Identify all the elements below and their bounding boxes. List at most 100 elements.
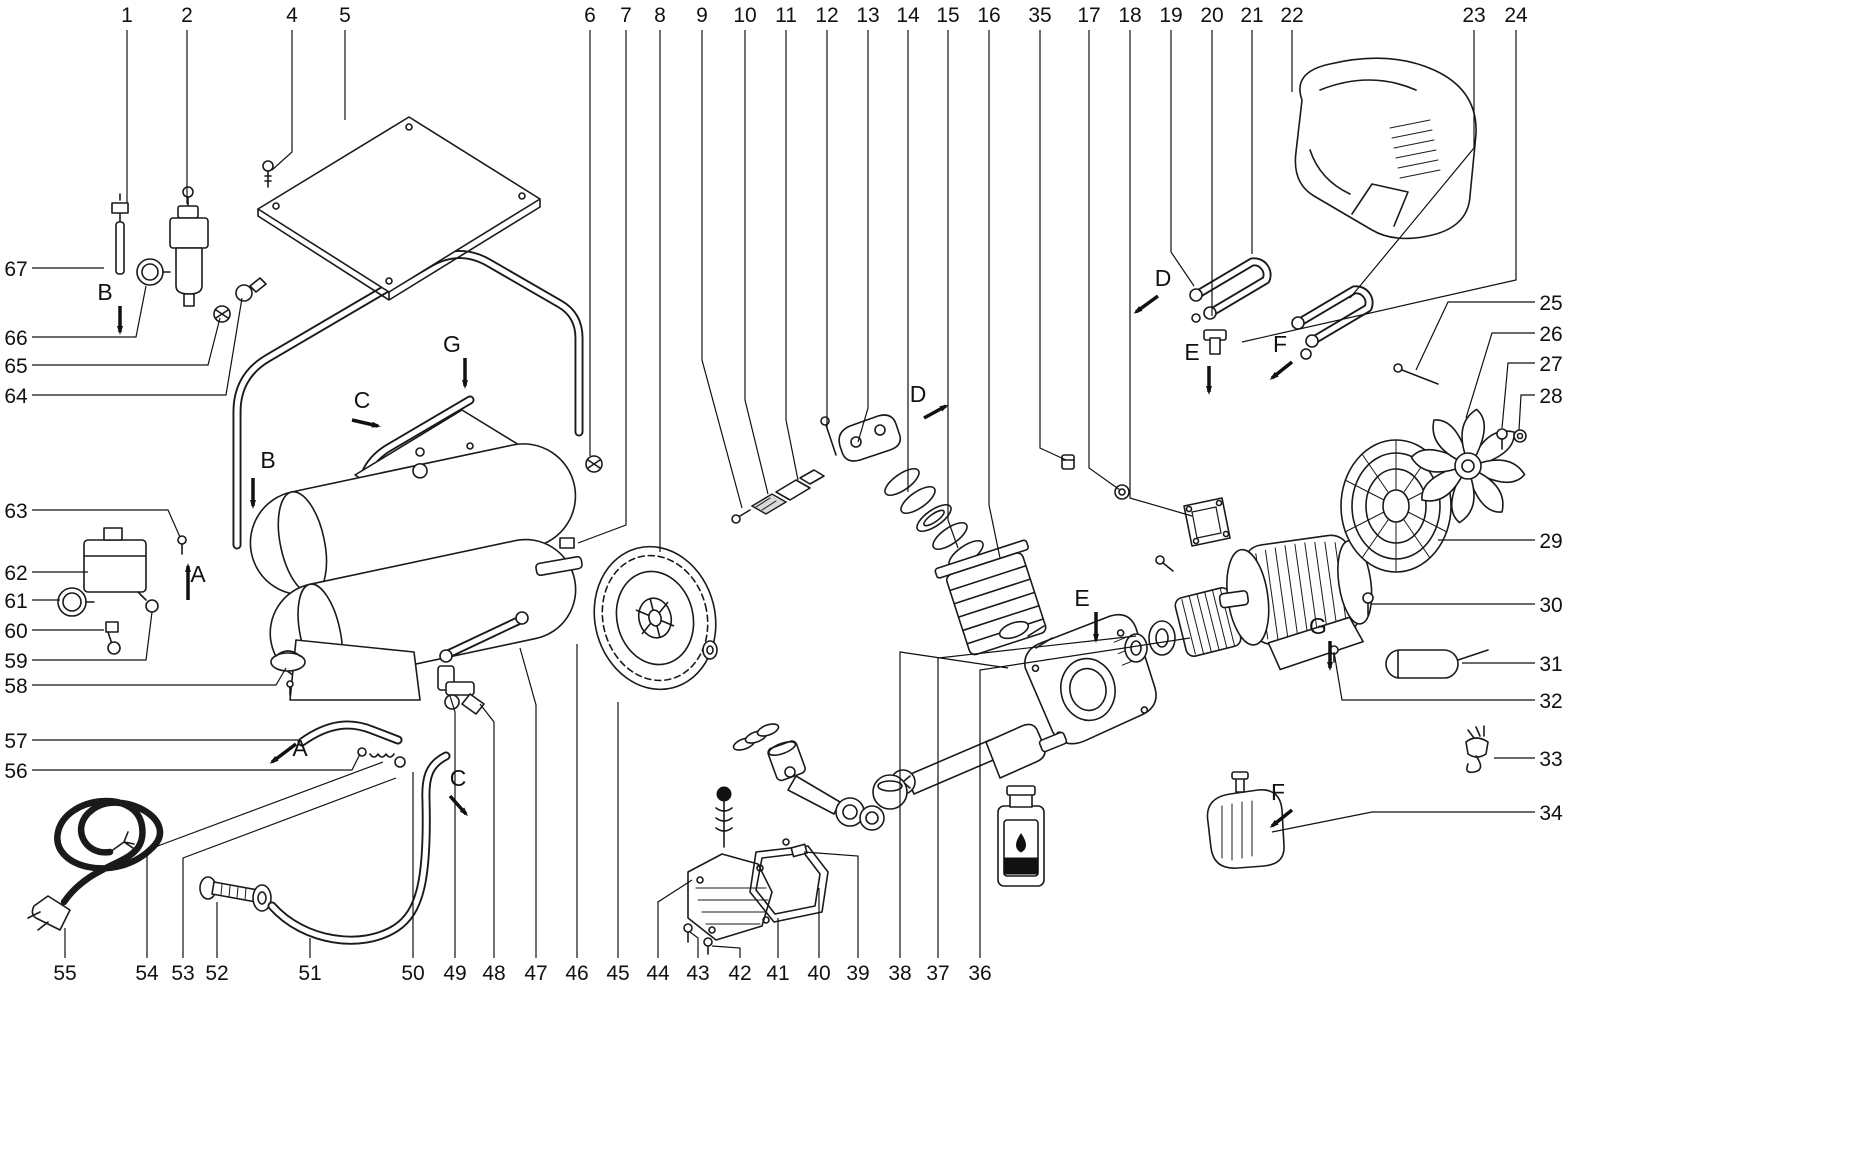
leader-line-35 (1039, 30, 1067, 461)
direction-arrow-c-5 (448, 794, 468, 817)
callout-number-54: 54 (135, 962, 159, 985)
callout-number-11: 11 (775, 4, 797, 27)
leader-line-34 (1271, 811, 1535, 833)
callout-number-26: 26 (1539, 323, 1562, 346)
letter-marker-e-11: E (1074, 585, 1089, 611)
leader-line-49 (449, 695, 456, 958)
leader-line-64 (32, 297, 243, 396)
pipe-47 (439, 611, 529, 663)
bearing-set (1124, 620, 1176, 663)
valve-flange (1183, 497, 1231, 547)
letter-marker-a-3: A (292, 735, 308, 761)
leader-line-26 (1465, 332, 1535, 419)
callout-number-62: 62 (4, 562, 27, 585)
motor (1218, 534, 1373, 671)
callout-number-34: 34 (1539, 802, 1563, 825)
leader-line-23 (1349, 30, 1475, 299)
crankshaft (890, 723, 1068, 795)
leader-line-56 (32, 753, 361, 771)
oil-bottle (997, 785, 1045, 887)
callout-number-51: 51 (298, 962, 321, 985)
hex-nut-17 (1114, 484, 1130, 500)
leader-line-11 (785, 30, 799, 481)
callout-number-67: 67 (4, 258, 27, 281)
leader-line-13 (857, 30, 869, 443)
plug-bolt-35 (1061, 454, 1075, 470)
callout-number-4: 4 (286, 4, 298, 27)
leader-line-17 (1088, 30, 1121, 491)
callout-number-66: 66 (4, 327, 27, 350)
letter-marker-d-9: D (1155, 265, 1172, 291)
callout-number-7: 7 (620, 4, 632, 27)
callout-number-10: 10 (733, 4, 756, 27)
callout-number-28: 28 (1539, 385, 1562, 408)
callout-number-35: 35 (1028, 4, 1051, 27)
callout-number-2: 2 (181, 4, 193, 27)
o-ring (998, 620, 1030, 640)
callout-number-55: 55 (53, 962, 76, 985)
callout-number-31: 31 (1539, 653, 1562, 676)
leader-line-24 (1241, 30, 1517, 343)
silencer (1385, 649, 1489, 679)
leader-line-58 (32, 667, 287, 686)
leader-line-42 (711, 945, 741, 958)
leader-line-27 (1501, 362, 1535, 429)
callout-number-8: 8 (654, 4, 666, 27)
callout-number-17: 17 (1077, 4, 1100, 27)
letter-marker-g-6: G (443, 331, 461, 357)
direction-arrow-d-8 (923, 404, 949, 420)
letter-marker-f-12: F (1273, 331, 1287, 357)
callout-number-60: 60 (4, 620, 27, 643)
callout-number-15: 15 (936, 4, 959, 27)
callout-number-16: 16 (977, 4, 1000, 27)
motor-rear-cover (1206, 771, 1285, 869)
leader-line-7 (577, 30, 627, 544)
bolt-and-washer (199, 876, 272, 912)
callout-number-50: 50 (401, 962, 424, 985)
leader-line-28 (1518, 394, 1535, 431)
leader-line-10 (744, 30, 769, 495)
callout-number-65: 65 (4, 355, 27, 378)
callout-number-19: 19 (1159, 4, 1182, 27)
callout-number-1: 1 (121, 4, 133, 27)
callout-number-23: 23 (1462, 4, 1485, 27)
letter-marker-c-5: C (450, 765, 467, 791)
screw-spring-56 (357, 747, 406, 768)
letter-marker-a-2: A (190, 561, 206, 587)
leader-line-54 (146, 761, 384, 958)
callout-number-41: 41 (766, 962, 789, 985)
direction-arrow-d-9 (1133, 294, 1160, 314)
callout-number-39: 39 (846, 962, 869, 985)
leader-line-16 (988, 30, 1001, 559)
callout-number-18: 18 (1118, 4, 1141, 27)
callout-number-21: 21 (1240, 4, 1263, 27)
callout-number-6: 6 (584, 4, 596, 27)
direction-arrow-f-13 (1269, 808, 1294, 828)
callout-number-59: 59 (4, 650, 27, 673)
pipe-57 (297, 720, 403, 747)
leader-line-66 (32, 285, 147, 338)
leader-line-37 (937, 635, 1137, 958)
tank-outlet-fitting (585, 455, 603, 473)
leader-line-65 (32, 317, 221, 366)
letter-marker-f-13: F (1271, 779, 1285, 805)
handle-tubes (1189, 257, 1374, 360)
wheel-washer (702, 640, 718, 660)
leader-line-15 (947, 30, 959, 549)
power-cord (27, 797, 164, 931)
callout-number-63: 63 (4, 500, 27, 523)
callout-number-14: 14 (896, 4, 920, 27)
tank-foot-bracket (289, 639, 421, 701)
leader-line-44 (657, 879, 693, 958)
letter-marker-b-0: B (97, 279, 112, 305)
callout-number-27: 27 (1539, 353, 1562, 376)
letter-marker-e-10: E (1184, 339, 1199, 365)
leader-line-63 (32, 509, 181, 538)
fan (1410, 408, 1526, 524)
callout-number-61: 61 (4, 590, 27, 613)
bent-tube (267, 751, 451, 945)
rubber-foot (270, 650, 306, 696)
